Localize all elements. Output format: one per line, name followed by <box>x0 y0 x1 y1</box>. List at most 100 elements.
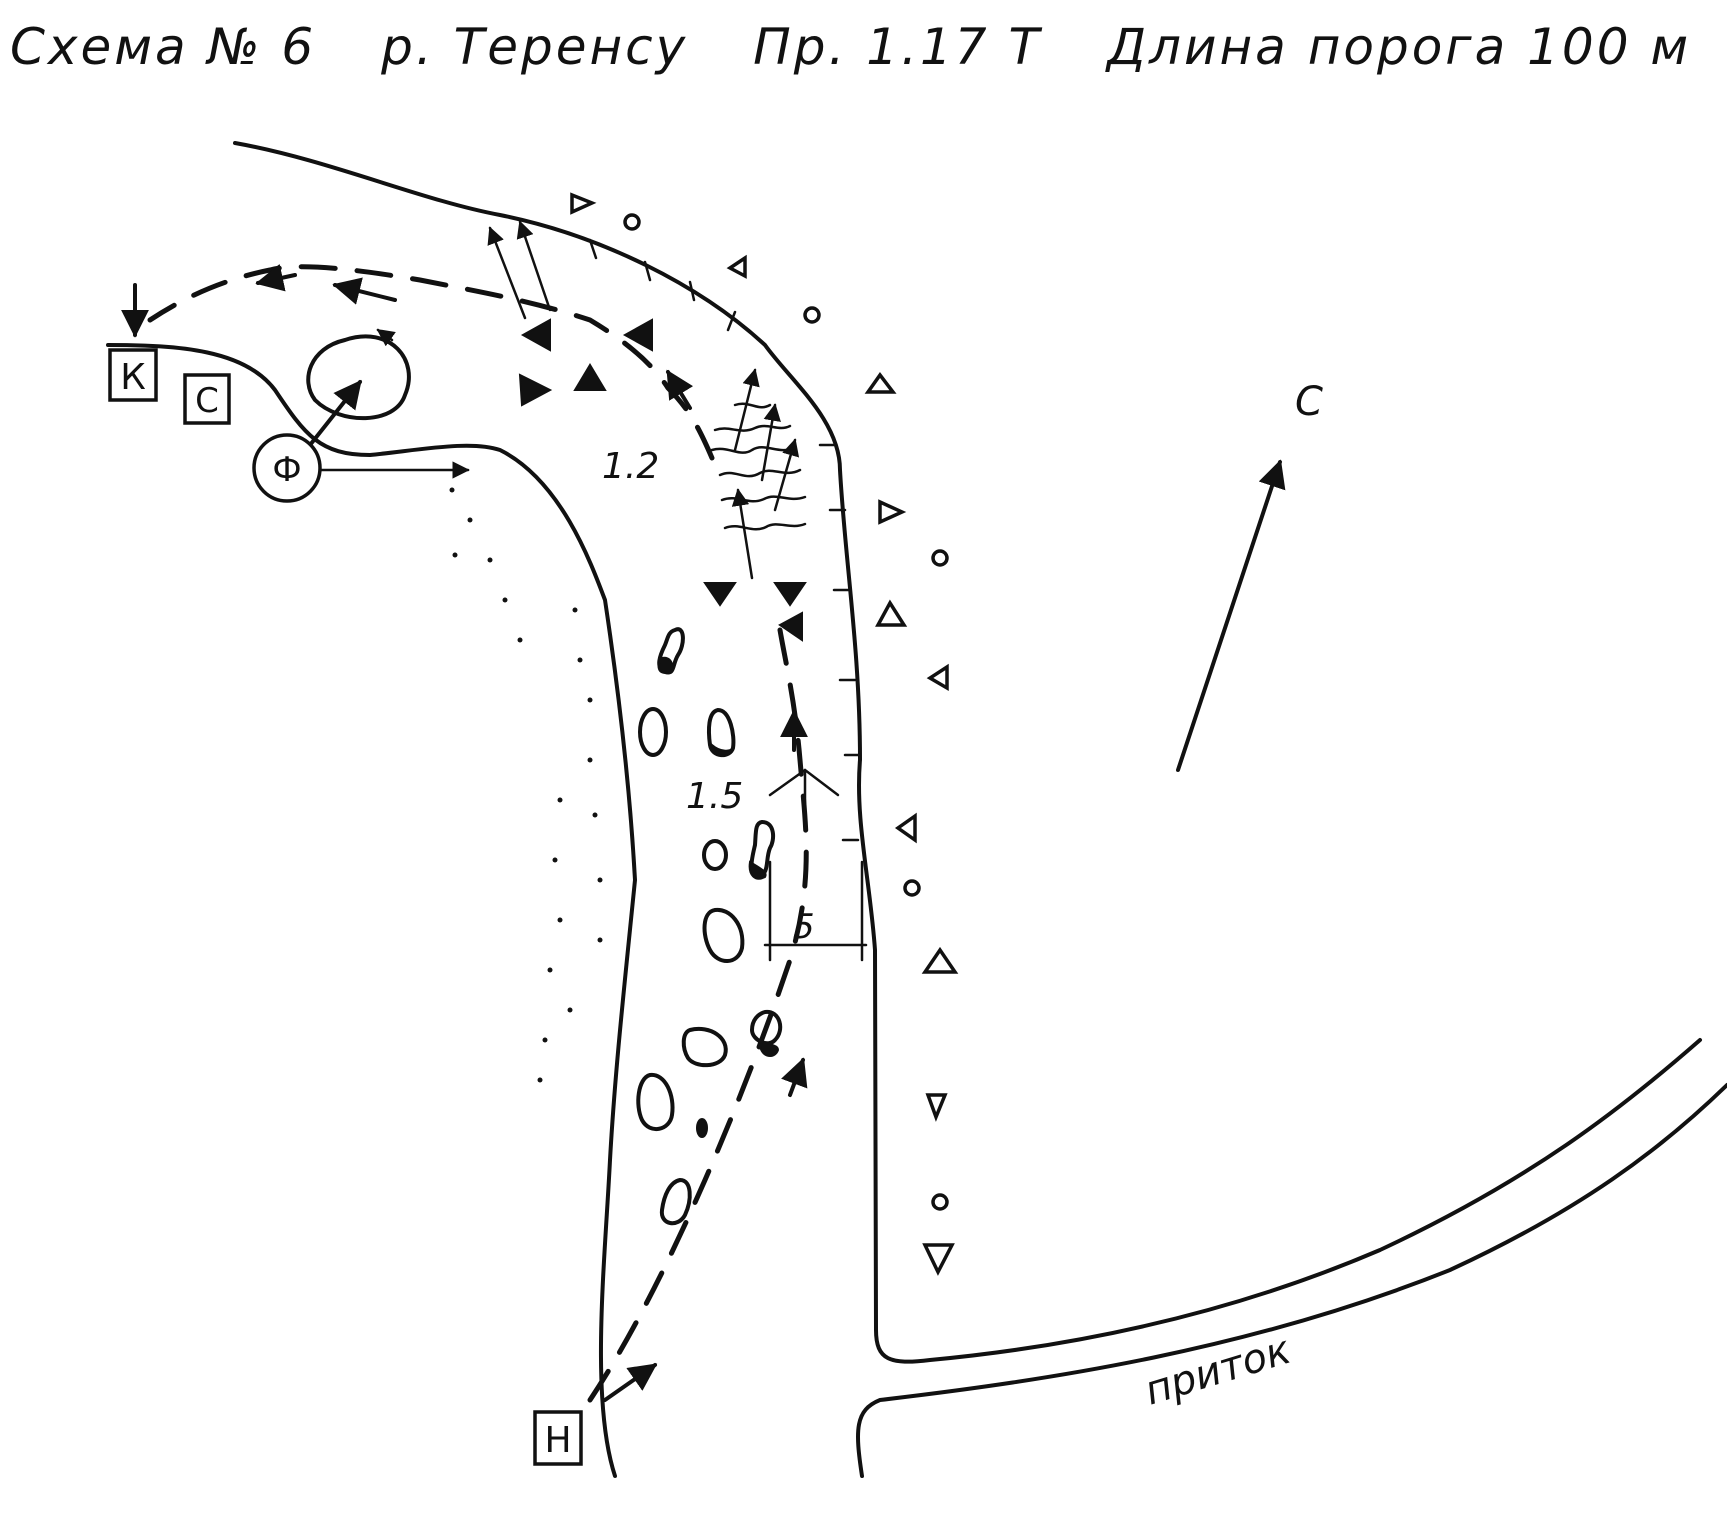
sand-dot <box>449 487 455 493</box>
start-marker <box>533 1410 583 1466</box>
safety-marker <box>183 373 231 425</box>
shore-boulder-icon <box>623 213 641 231</box>
difficulty-category: Пр. 1.17 Т <box>753 18 1043 76</box>
shallow-sandbank <box>449 487 603 1083</box>
boulder-icon <box>696 1118 708 1138</box>
tributary-label: приток <box>1139 1327 1295 1415</box>
route-arrow-lower <box>781 1057 808 1097</box>
markers: К С Н <box>108 348 583 1466</box>
shore-triangle-icon <box>922 1243 955 1276</box>
sand-dot <box>572 607 578 613</box>
wave-triangle-icon <box>518 373 553 407</box>
finish-marker-label: К <box>120 357 146 398</box>
sand-dot <box>587 757 593 763</box>
sand-dot <box>577 657 583 663</box>
route-arrow-upper <box>666 369 694 410</box>
boulder-icon <box>748 860 767 880</box>
wave-triangle-icon <box>773 582 807 607</box>
sand-dot <box>587 697 593 703</box>
river-name: р. Теренсу <box>381 18 689 76</box>
rapid-wave-icon <box>713 424 792 432</box>
north-arrow-icon <box>1176 459 1286 772</box>
safety-marker-label: С <box>195 381 219 421</box>
shore-triangle-icon <box>921 946 959 974</box>
finish-marker <box>108 348 158 402</box>
boulder-icon <box>681 1026 728 1068</box>
photo-point-label: Ф <box>272 450 301 490</box>
sand-dot <box>542 1037 548 1043</box>
rocky-bank-hatching <box>588 238 862 842</box>
boulder-icon <box>659 1178 692 1226</box>
shore-boulder-icon <box>931 549 949 567</box>
depth-lower-label: 1.5 <box>686 776 743 817</box>
rapid-wave-icon <box>733 402 772 409</box>
route-line-lower <box>587 627 809 1403</box>
shore-boulder-icon <box>803 306 821 324</box>
rapid-wave-icon <box>720 495 807 503</box>
river-banks <box>106 141 1727 1478</box>
sand-dot <box>502 597 508 603</box>
boulder-icon <box>657 656 673 674</box>
eddy-loop <box>306 334 411 421</box>
wave-triangle-icon <box>703 582 737 607</box>
shore-triangle-icon <box>570 192 597 215</box>
boulder-icon <box>702 907 745 963</box>
depth-upper-label: 1.2 <box>602 446 659 487</box>
wave-triangle-icon <box>622 318 653 352</box>
shore-triangle-icon <box>894 812 917 844</box>
sand-dot <box>537 1077 543 1083</box>
rapid-wave-icon <box>718 468 802 478</box>
wave-triangle-icon <box>778 611 803 642</box>
right-bank-line <box>233 141 1702 1364</box>
sand-dot <box>597 937 603 943</box>
sand-dot <box>567 1007 573 1013</box>
shore-triangle-icon <box>726 254 747 279</box>
sand-dot <box>592 812 598 818</box>
sand-dot <box>557 797 563 803</box>
boulder-icon <box>636 1072 675 1131</box>
boulder-icon <box>638 707 668 757</box>
rapid-wave-icon <box>710 446 797 454</box>
boulder-icon <box>710 742 734 757</box>
shore-triangle-icon <box>926 663 949 692</box>
boulder-icon <box>758 1038 780 1057</box>
north-arrow: С <box>1176 379 1323 772</box>
shore-triangle-icon <box>864 372 897 394</box>
boulder-icon <box>702 839 728 871</box>
annotations: 1.2 1.5 5 <box>602 446 868 962</box>
shore-triangle-icon <box>875 599 908 627</box>
sand-dot <box>452 552 458 558</box>
fork-branch-icon <box>768 768 840 822</box>
route-arrow-top <box>332 277 397 305</box>
rapid-wave-icon <box>723 522 807 531</box>
width-label: 5 <box>793 907 815 947</box>
shore-boulder-icon <box>903 879 921 897</box>
river-boulders <box>636 627 783 1226</box>
rapid-length: Длина порога 100 м <box>1106 18 1692 76</box>
eddy-and-photo: Ф <box>252 328 470 503</box>
passage-route <box>121 263 809 1403</box>
wave-triangle-icon <box>520 318 551 352</box>
sand-dot <box>557 917 563 923</box>
sand-dot <box>517 637 523 643</box>
start-arrow <box>603 1363 658 1402</box>
wave-symbols <box>518 318 807 642</box>
start-marker-label: Н <box>544 1420 571 1461</box>
sand-dot <box>467 517 473 523</box>
sand-dot <box>547 967 553 973</box>
scheme-title: Схема № 6 р. Теренсу Пр. 1.17 Т Длина по… <box>10 18 1727 76</box>
sand-dot <box>552 857 558 863</box>
wave-triangle-icon <box>573 363 607 391</box>
left-bank-line <box>106 343 637 1478</box>
scheme-number: Схема № 6 <box>10 18 317 76</box>
north-label: С <box>1295 379 1323 425</box>
photo-point-icon <box>252 433 322 503</box>
sand-dot <box>597 877 603 883</box>
route-arrow-top-2 <box>255 263 297 292</box>
sand-dot <box>487 557 493 563</box>
tributary-lower-bank <box>856 1083 1727 1478</box>
main-drop-flow <box>487 220 807 580</box>
shore-boulder-icon <box>931 1193 949 1211</box>
shore-triangle-icon <box>878 499 907 525</box>
